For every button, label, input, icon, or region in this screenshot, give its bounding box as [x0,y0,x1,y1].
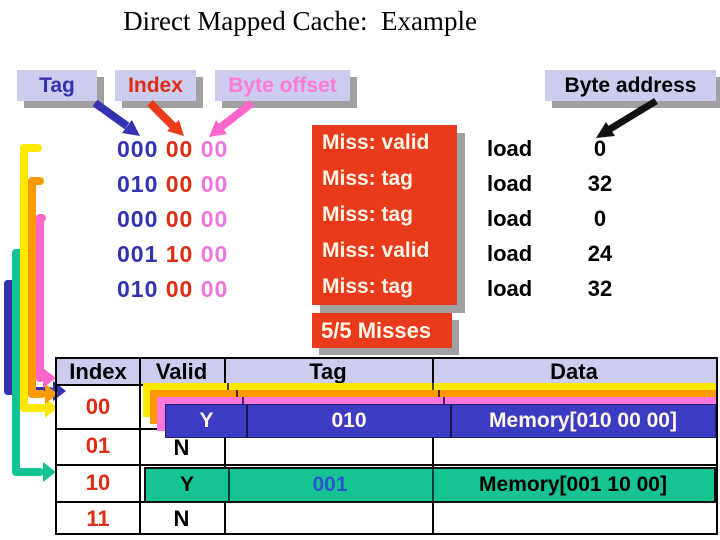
miss-box: Miss: valid Miss: tag Miss: tag Miss: va… [312,125,457,305]
addr5-offset: 00 [200,276,229,302]
load4-op: load [487,241,533,266]
valid-cell-01: N [173,435,190,460]
col-line-index-valid [139,359,141,533]
address-row-1: 000 00 00 [117,136,228,163]
load3-value: 0 [593,206,607,231]
tag-label-text: Tag [39,73,75,97]
addr3-tag: 000 [117,206,159,232]
address-row-2: 010 00 00 [117,171,228,198]
row10-data: Memory[001 10 00] [479,473,667,496]
header-tag: Tag [309,359,347,384]
addr4-index: 10 [165,241,194,267]
load2-op: load [487,171,533,196]
miss-item-3: Miss: tag [322,203,414,226]
header-valid: Valid [155,359,208,384]
index-label-text: Index [128,73,183,97]
load1-value: 0 [593,136,607,161]
addr4-tag: 001 [117,241,159,267]
byte-offset-arrow [209,99,255,137]
byte-address-label: Byte address [545,70,716,101]
addr1-index: 00 [165,136,194,162]
load5-op: load [487,276,533,301]
miss-item-1: Miss: valid [322,131,430,154]
miss-summary: 5/5 Misses [312,313,452,348]
row10-tag: 001 [312,473,348,496]
index-cell-01: 01 [85,433,111,458]
load5-value: 32 [587,276,613,301]
miss-item-5: Miss: tag [322,275,414,298]
byte-address-label-text: Byte address [564,73,697,97]
address-row-4: 001 10 00 [117,241,228,268]
row00-data: Memory[010 00 00] [489,409,677,432]
addr5-tag: 010 [117,276,159,302]
addr3-offset: 00 [200,206,229,232]
col-line-tag-data [432,359,434,533]
row10-final-bar: Y 001 Memory[001 10 00] [144,467,716,503]
col-line-valid-tag [224,359,226,533]
index-label: Index [115,70,196,101]
addr1-tag: 000 [117,136,159,162]
miss-item-4: Miss: valid [322,239,430,262]
address-row-5: 010 00 00 [117,276,228,303]
header-data: Data [550,359,598,384]
addr2-tag: 010 [117,171,159,197]
address-row-3: 000 00 00 [117,206,228,233]
row00-valid: Y [199,409,214,432]
addr3-index: 00 [165,206,194,232]
addr2-offset: 00 [200,171,229,197]
slide-title: Direct Mapped Cache: Example [123,6,477,36]
row10-valid: Y [179,473,194,496]
row-line-01-10 [57,464,716,466]
load2-value: 32 [587,171,613,196]
addr4-offset: 00 [200,241,229,267]
load4-value: 24 [587,241,613,266]
row00-tag: 010 [331,409,367,432]
index-cell-00: 00 [85,394,111,419]
addr2-index: 00 [165,171,194,197]
addr5-index: 00 [165,276,194,302]
load1-op: load [487,136,533,161]
byte-offset-label: Byte offset [215,70,350,101]
index-cell-10: 10 [85,470,111,495]
index-cell-11: 11 [86,506,110,531]
addr1-offset: 00 [200,136,229,162]
load3-op: load [487,206,533,231]
row00-final-bar: Y 010 Memory[010 00 00] [165,404,716,438]
cache-table: Index Valid Tag Data 00 01 10 11 N N [55,357,718,535]
byte-offset-label-text: Byte offset [228,73,337,97]
miss-item-2: Miss: tag [322,167,414,190]
header-index: Index [69,359,127,384]
valid-cell-11: N [173,506,190,531]
tag-label: Tag [17,70,97,101]
